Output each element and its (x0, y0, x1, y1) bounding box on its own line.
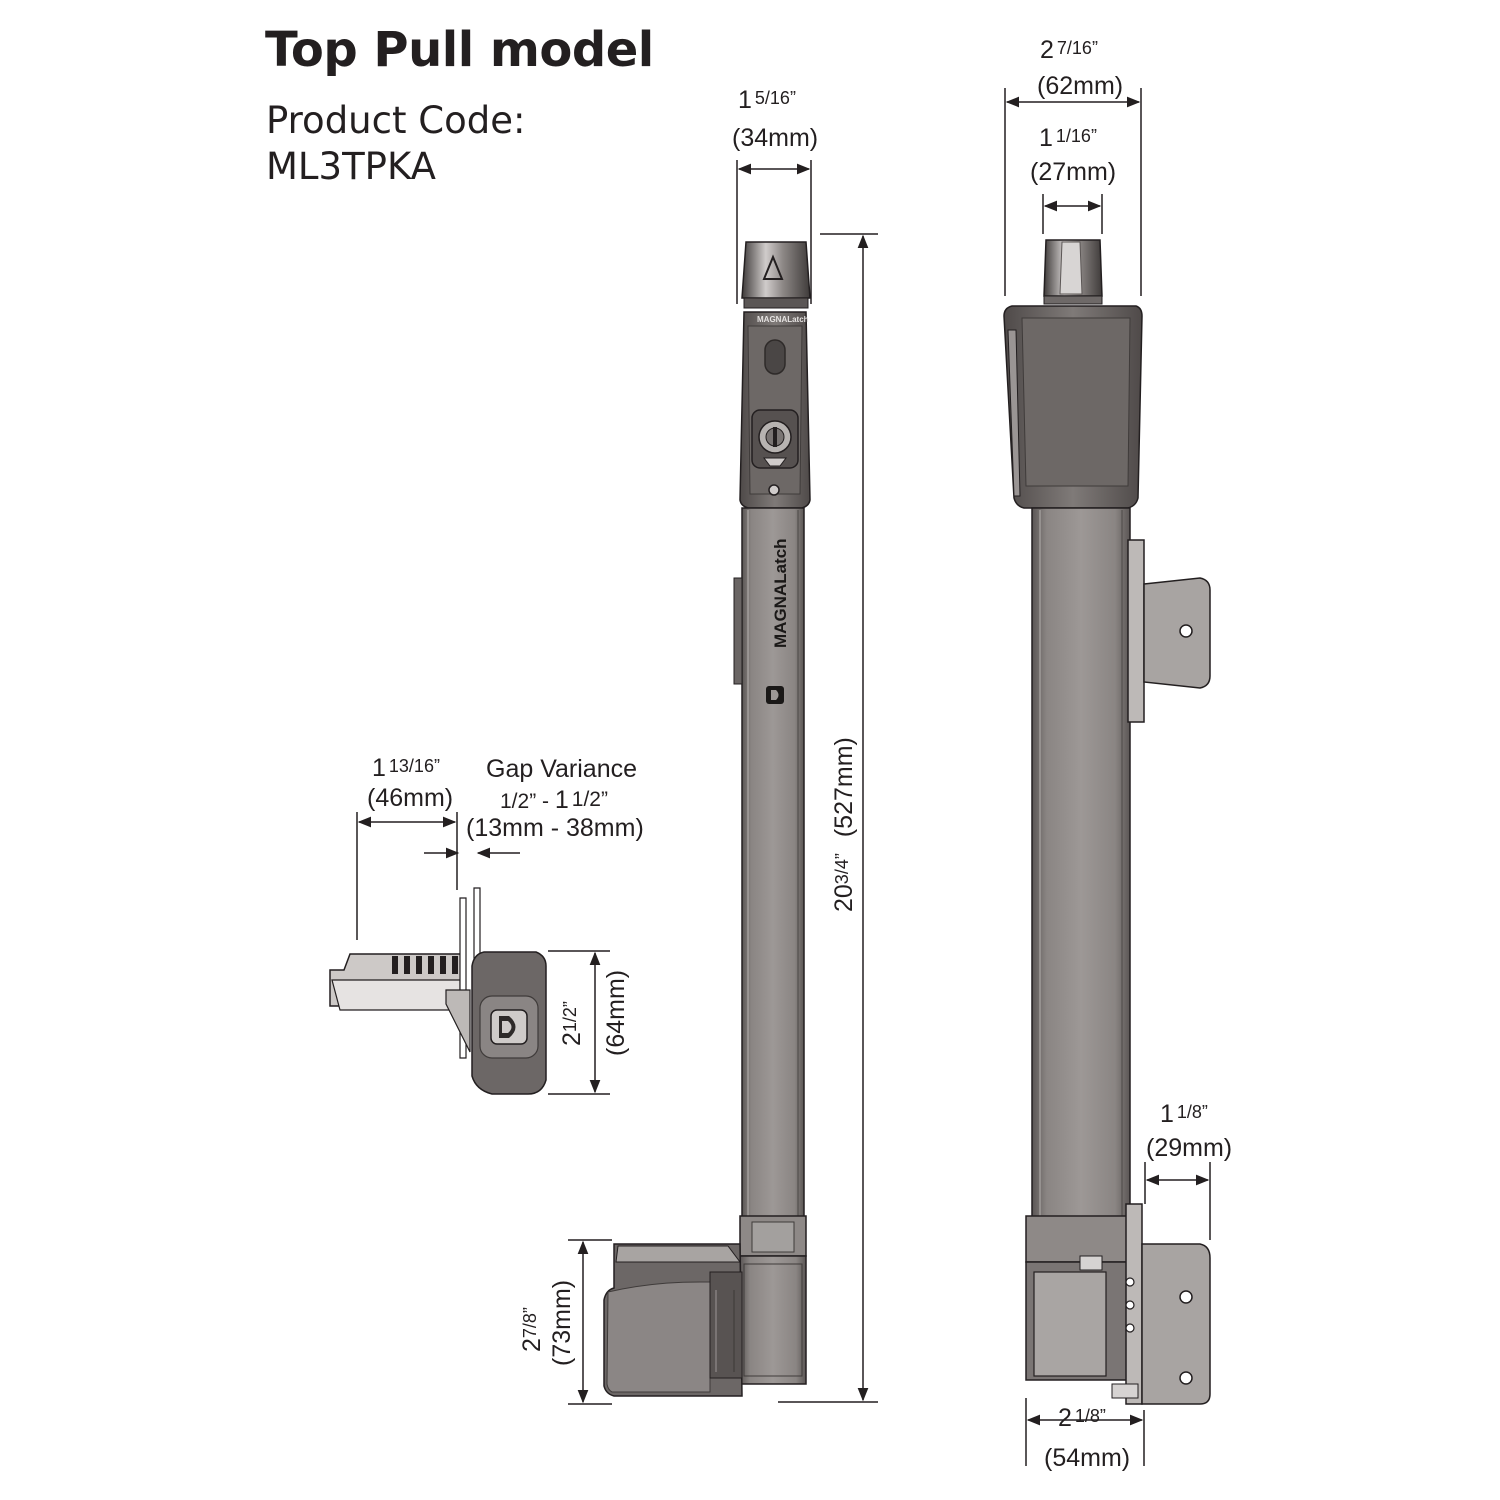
dim-side-bottom-width-frac: 1/8” (1075, 1406, 1106, 1426)
d-logo-icon (766, 686, 784, 704)
gap-variance-metric: (13mm - 38mm) (466, 814, 644, 842)
side-bottom-sleeve (1025, 1215, 1137, 1263)
dim-overall-height: 203/4” (527mm) (830, 737, 858, 912)
svg-text:1/2” - 11/2”: 1/2” - 11/2” (500, 786, 608, 814)
dim-side-bracket-width-metric: (29mm) (1146, 1134, 1232, 1162)
dim-overall-height-whole: 20 (830, 884, 858, 912)
head-window (764, 339, 786, 375)
dim-top-view-depth-frac: 13/16” (389, 756, 440, 776)
svg-text:203/4”(527mm): 203/4” (527mm) (830, 737, 858, 912)
upper-hinge-bracket (1127, 539, 1211, 723)
dim-bottom-body-height: 27/8” (73mm) (518, 1280, 576, 1366)
dim-front-width-metric: (34mm) (732, 124, 818, 152)
svg-text:11/8”: 11/8” (1160, 1100, 1208, 1128)
gap-variance-range-a: 1/2” (500, 790, 536, 813)
front-tube (741, 507, 805, 1221)
d-logo-icon (490, 1009, 528, 1045)
dim-overall-height-metric: (527mm) (830, 737, 858, 837)
key-lock-icon (751, 409, 799, 469)
product-code-block: Product Code: ML3TPKA (266, 98, 525, 190)
dim-bottom-body-height-whole: 2 (518, 1338, 546, 1352)
tube-brand-text: MAGNALatch (771, 538, 790, 648)
dim-side-bracket-width-frac: 1/8” (1177, 1102, 1208, 1122)
dim-front-width-frac: 5/16” (755, 88, 796, 108)
svg-text:11/16”: 11/16” (1039, 124, 1097, 152)
front-bottom-lower (739, 1255, 807, 1385)
lower-hinge-bracket (1125, 1203, 1211, 1405)
dim-side-knob-width-metric: (27mm) (1030, 158, 1116, 186)
dim-top-view-depth-metric: (46mm) (367, 784, 453, 812)
vent-slots (392, 956, 458, 974)
svg-text:21/2”: 21/2” (558, 1001, 586, 1046)
dim-front-width-whole: 1 (738, 86, 752, 114)
dim-top-view-height-metric: (64mm) (602, 970, 630, 1056)
dim-side-knob-width-whole: 1 (1039, 124, 1053, 152)
dim-side-top-width-metric: (62mm) (1037, 72, 1123, 100)
screw-icon (768, 484, 780, 496)
dim-top-view-height: 21/2” (64mm) (558, 970, 630, 1056)
dim-side-top-width-whole: 2 (1040, 36, 1054, 64)
head-brand-text: MAGNALatch (757, 315, 809, 324)
triangle-icon (762, 254, 784, 280)
dim-top-view-height-frac: 1/2” (560, 1001, 580, 1032)
top-view (329, 887, 547, 1095)
gap-variance-sep: - (536, 790, 555, 813)
dim-overall-height-frac: 3/4” (832, 853, 852, 884)
dim-top-view-height-whole: 2 (558, 1032, 586, 1046)
dim-side-bottom-width-whole: 2 (1058, 1404, 1072, 1432)
gap-variance-label: Gap Variance (486, 755, 637, 783)
dim-side-bracket-width-whole: 1 (1160, 1100, 1174, 1128)
product-code: ML3TPKA (266, 145, 436, 188)
svg-text:113/16”: 113/16” (372, 754, 440, 782)
gap-variance-range-b-frac: 1/2” (572, 788, 608, 811)
dim-bottom-body-height-frac: 7/8” (520, 1307, 540, 1338)
side-tube (1031, 507, 1131, 1219)
front-knob (741, 241, 811, 299)
page-title: Top Pull model (265, 22, 654, 78)
svg-text:27/8”: 27/8” (518, 1307, 546, 1352)
svg-text:15/16”: 15/16” (738, 86, 796, 114)
front-view: MAGNALatch MAGNALatch (603, 241, 811, 1397)
side-view (1003, 239, 1211, 1405)
gap-variance-range-b-whole: 1 (555, 786, 569, 814)
dim-top-view-depth-whole: 1 (372, 754, 386, 782)
dim-side-knob-width-frac: 1/16” (1056, 126, 1097, 146)
product-code-label: Product Code: (266, 99, 526, 142)
dim-side-bottom-width-metric: (54mm) (1044, 1444, 1130, 1472)
dim-bottom-body-height-metric: (73mm) (548, 1280, 576, 1366)
svg-text:27/16”: 27/16” (1040, 36, 1098, 64)
svg-text:21/8”: 21/8” (1058, 1404, 1106, 1432)
dim-side-top-width-frac: 7/16” (1057, 38, 1098, 58)
